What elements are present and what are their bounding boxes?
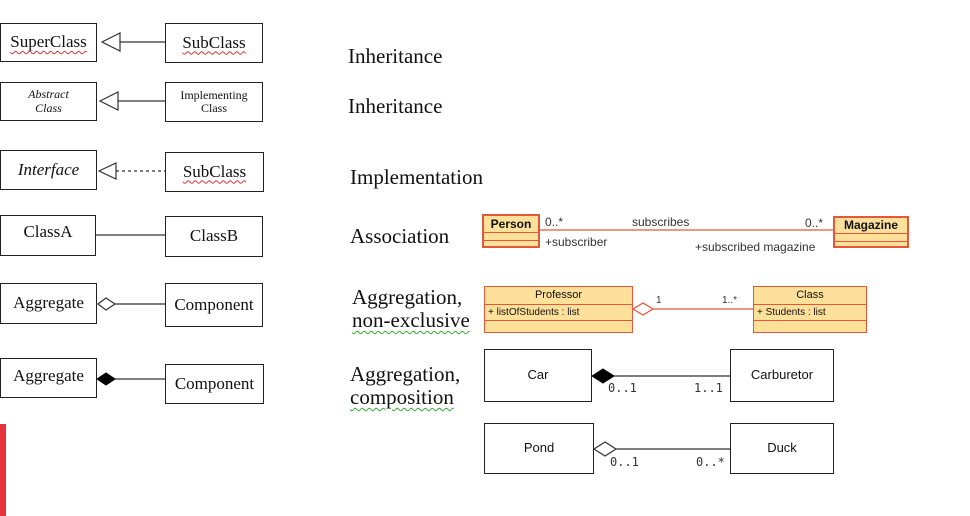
assoc-left-multiplicity: 0..* <box>545 215 564 229</box>
superclass-box: SuperClass <box>0 23 97 62</box>
composition-line2: composition <box>350 385 454 410</box>
classb-text: ClassB <box>189 226 239 246</box>
classa-text: ClassA <box>23 222 73 241</box>
hollow-diamond-icon <box>631 302 655 316</box>
car-multiplicity: 0..1 <box>608 381 637 395</box>
person-class-box: Person <box>482 214 540 248</box>
aggregate-box: Aggregate <box>0 283 97 324</box>
classa-box: ClassA <box>0 215 96 256</box>
person-class-name: Person <box>484 216 538 233</box>
duck-box: Duck <box>730 423 834 474</box>
filled-diamond-icon <box>591 368 615 384</box>
professor-attr: + listOfStudents : list <box>485 305 632 321</box>
implementing-line1: Implementing <box>180 87 248 102</box>
car-box: Car <box>484 349 592 402</box>
class-attr: + Students : list <box>754 305 866 321</box>
aggregation-line2: non-exclusive <box>352 308 470 333</box>
classb-box: ClassB <box>165 216 263 257</box>
implementing-line2: Class <box>200 101 227 115</box>
red-edge-bar <box>0 424 6 516</box>
component-box-2: Component <box>165 364 264 404</box>
duck-multiplicity: 0..* <box>696 455 725 469</box>
carburetor-box: Carburetor <box>730 349 834 402</box>
hollow-diamond-icon <box>97 297 117 311</box>
assoc-right-multiplicity: 0..* <box>805 216 824 230</box>
subclass-box: SubClass <box>165 23 263 63</box>
interface-box: Interface <box>0 150 97 190</box>
filled-diamond-icon <box>96 372 116 386</box>
pond-text: Pond <box>523 440 555 456</box>
superclass-text: SuperClass <box>10 32 87 52</box>
car-text: Car <box>527 367 549 383</box>
pond-box: Pond <box>484 423 594 474</box>
magazine-class-box: Magazine <box>833 216 909 248</box>
agg-right-multiplicity: 1..* <box>722 295 738 306</box>
professor-class-name: Professor <box>485 287 632 305</box>
aggregate-box-2: Aggregate <box>0 358 97 398</box>
label-inheritance-2: Inheritance <box>348 94 443 118</box>
hollow-triangle-arrowhead <box>98 91 119 111</box>
subclass-text: SubClass <box>182 32 246 52</box>
class-class-name: Class <box>754 287 866 305</box>
aggregate-text: Aggregate <box>13 293 84 312</box>
subclass-text-2: SubClass <box>182 161 247 181</box>
component-box: Component <box>165 283 263 327</box>
class-class-box: Class + Students : list <box>753 286 867 333</box>
implementing-class-box: Implementing Class <box>165 82 263 122</box>
hollow-diamond-icon <box>592 441 618 457</box>
composition-line1: Aggregation, <box>350 362 461 386</box>
professor-class-box: Professor + listOfStudents : list <box>484 286 633 333</box>
assoc-left-role: +subscriber <box>545 235 608 249</box>
label-implementation: Implementation <box>350 165 483 189</box>
label-composition: Aggregation, composition <box>350 362 461 410</box>
component-text-2: Component <box>174 373 255 393</box>
aggregation-line1: Aggregation, <box>352 285 463 309</box>
aggregate-text-2: Aggregate <box>13 366 84 385</box>
abstract-class-box: Abstract Class <box>0 82 97 121</box>
agg-left-multiplicity: 1 <box>656 295 662 306</box>
assoc-right-role: +subscribed magazine <box>695 240 816 254</box>
interface-text: Interface <box>17 159 80 179</box>
component-text: Component <box>174 294 254 314</box>
carburetor-text: Carburetor <box>750 367 814 383</box>
hollow-triangle-arrowhead <box>100 32 121 52</box>
label-inheritance-1: Inheritance <box>348 44 443 68</box>
magazine-class-name: Magazine <box>835 218 907 234</box>
label-aggregation: Aggregation, non-exclusive <box>352 285 470 333</box>
carburetor-multiplicity: 1..1 <box>694 381 723 395</box>
assoc-name: subscribes <box>632 215 690 229</box>
label-association: Association <box>350 224 450 248</box>
duck-text: Duck <box>767 440 797 456</box>
abstract-line2: Class <box>35 100 62 115</box>
subclass-box-2: SubClass <box>165 152 264 192</box>
abstract-line1: Abstract <box>28 87 69 102</box>
pond-multiplicity: 0..1 <box>610 455 639 469</box>
hollow-triangle-arrowhead <box>97 162 117 180</box>
